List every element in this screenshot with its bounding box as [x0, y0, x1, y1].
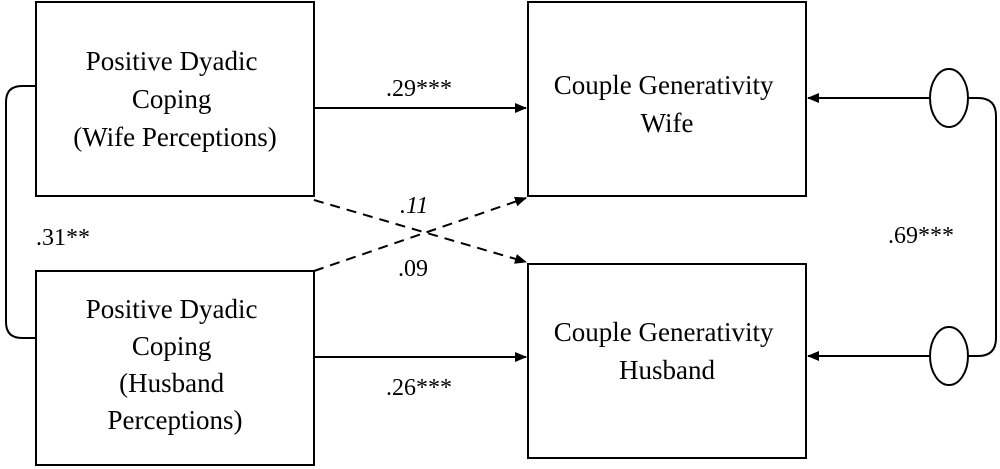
husband-to-wife-path	[313, 196, 527, 272]
husband-coping-line-4: Perceptions)	[108, 405, 243, 435]
husband-coping-line-1: Positive Dyadic	[86, 294, 258, 324]
wife-coping-box	[35, 1, 315, 197]
coping-correlation-curve	[5, 85, 36, 339]
wife-to-husband-coefficient: .09	[398, 256, 428, 282]
husband-generativity-line-2: Husband	[619, 355, 715, 385]
wife-coping-line-3: (Wife Perceptions)	[73, 122, 277, 152]
husband-coping-label: Positive Dyadic Coping (Husband Percepti…	[86, 294, 264, 435]
residual-correlation-curve	[968, 97, 997, 357]
husband-coping-box	[35, 270, 315, 466]
wife-generativity-box	[527, 1, 807, 197]
husband-coping-line-3: (Husband	[119, 368, 224, 398]
husband-coping-line-2: Coping	[132, 331, 212, 361]
wife-generativity-line-2: Wife	[641, 108, 694, 138]
husband-generativity-box	[527, 263, 807, 459]
wife-coping-label: Positive Dyadic Coping (Wife Perceptions…	[73, 46, 277, 152]
wife-coping-line-1: Positive Dyadic	[86, 46, 258, 76]
husband-to-husband-coefficient: .26***	[386, 375, 452, 401]
wife-generativity-label: Couple Generativity Wife	[554, 70, 780, 138]
wife-to-husband-path	[313, 199, 527, 264]
husband-generativity-label: Couple Generativity Husband	[554, 317, 780, 385]
husband-generativity-line-1: Couple Generativity	[554, 317, 774, 347]
wife-coping-line-2: Coping	[132, 84, 212, 114]
wife-to-wife-coefficient: .29***	[386, 76, 452, 102]
wife-residual-circle	[929, 68, 969, 128]
coping-correlation-coefficient: .31**	[36, 225, 90, 251]
wife-generativity-line-1: Couple Generativity	[554, 70, 774, 100]
residual-correlation-coefficient: .69***	[888, 223, 954, 249]
husband-residual-circle	[929, 326, 969, 386]
husband-to-wife-coefficient: .11	[400, 193, 428, 219]
